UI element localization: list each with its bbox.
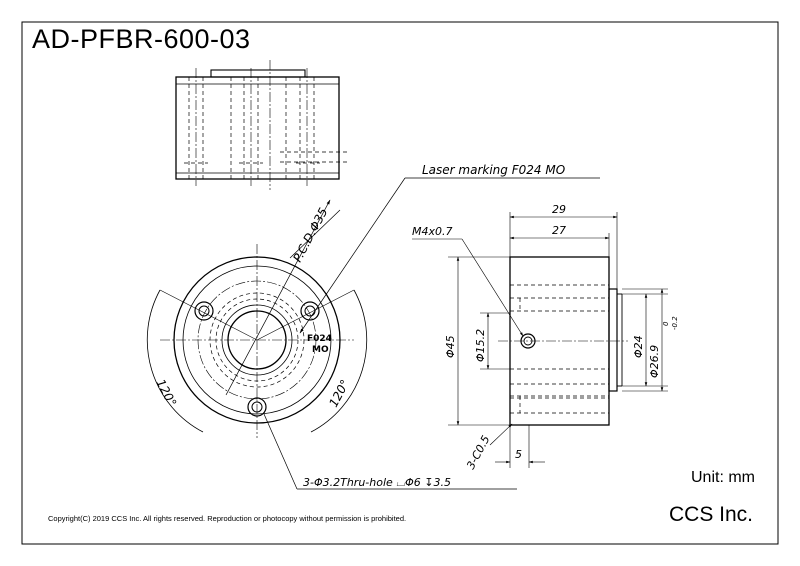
chamfer-label: 3-C0.5 xyxy=(464,433,492,471)
tolerance-lower: -0.2 xyxy=(671,316,679,330)
angle-right-label: 120° xyxy=(326,377,352,409)
thread-label: M4x0.7 xyxy=(412,225,453,238)
company-name: CCS Inc. xyxy=(669,503,754,526)
dim-dia24-label: Φ24 xyxy=(632,335,645,358)
dim-dia45-label: Φ45 xyxy=(444,335,457,358)
unit-label: Unit: mm xyxy=(691,469,755,486)
hole-callout-label: 3-Φ3.2Thru-hole ⌴Φ6 ↧3.5 xyxy=(303,476,451,489)
side-view xyxy=(498,256,628,426)
side-view-dimensions xyxy=(412,212,668,468)
sheet-border xyxy=(21,21,779,545)
dim-29-label: 29 xyxy=(552,203,566,216)
marking-text-line1: F024 xyxy=(307,334,332,344)
dim-27-label: 27 xyxy=(552,224,566,237)
copyright-notice: Copyright(C) 2019 CCS Inc. All rights re… xyxy=(48,514,407,523)
hole-callout-leader xyxy=(263,413,517,490)
marking-text-line2: MO xyxy=(312,345,329,355)
tolerance-upper: 0 xyxy=(662,321,670,326)
front-view xyxy=(146,199,368,438)
laser-marking-label: Laser marking F024 MO xyxy=(422,163,565,177)
angle-left-label: 120° xyxy=(153,377,179,409)
top-view xyxy=(175,60,350,190)
laser-marking-leader xyxy=(299,177,600,334)
pcd-label: P.C.D.Φ35 xyxy=(290,205,330,264)
dim-dia26-label: Φ26.9 xyxy=(648,345,661,378)
drawing-title: AD-PFBR-600-03 xyxy=(32,24,251,54)
dim-5-label: 5 xyxy=(515,448,522,461)
dim-dia15-label: Φ15.2 xyxy=(474,329,487,362)
